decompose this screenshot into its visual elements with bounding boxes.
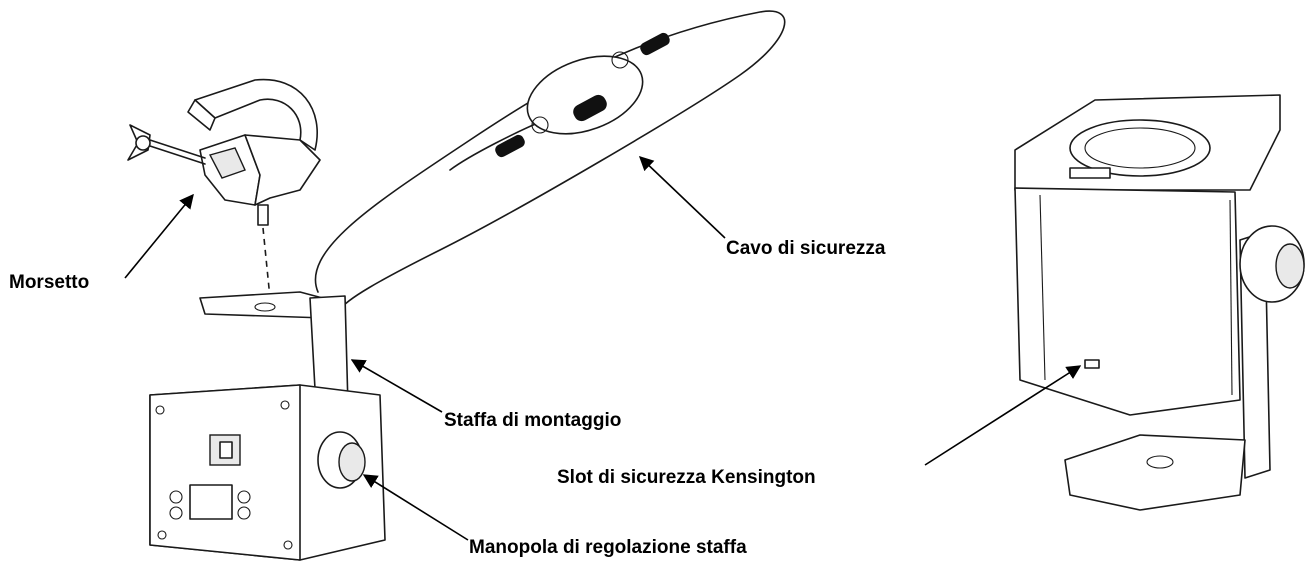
label-mounting-bracket: Staffa di montaggio: [444, 410, 622, 431]
safety-cable: [314, 10, 786, 311]
label-clamp: Morsetto: [9, 272, 90, 293]
clamp-illustration: [127, 78, 321, 299]
fixture-left-illustration: [149, 291, 386, 561]
fixture-right-illustration: [1014, 94, 1305, 511]
label-safety-cable: Cavo di sicurezza: [726, 238, 886, 259]
label-bracket-knob: Manopola di regolazione staffa: [469, 537, 747, 558]
label-kensington-slot: Slot di sicurezza Kensington: [557, 467, 816, 488]
leader-lines: [124, 156, 1082, 541]
